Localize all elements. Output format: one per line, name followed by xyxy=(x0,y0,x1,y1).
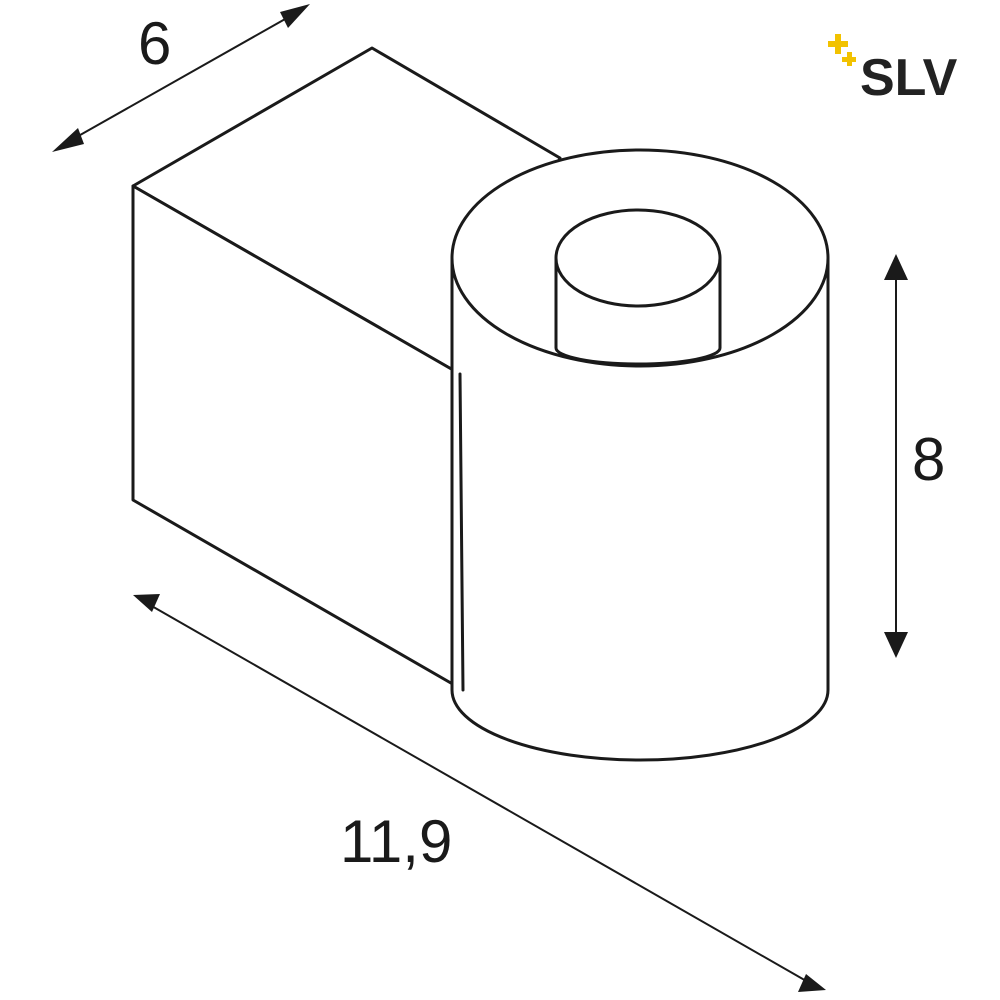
depth-label: 6 xyxy=(138,10,171,77)
depth-dimension-line xyxy=(65,13,295,144)
depth-arrow-end xyxy=(280,4,310,28)
width-arrow-end xyxy=(798,974,826,992)
inner-tube-top xyxy=(554,208,722,308)
brand-logo: SLV xyxy=(828,34,958,107)
block-cylinder-joint xyxy=(458,372,465,692)
cylinder-body xyxy=(450,256,830,762)
height-dimension: 8 xyxy=(884,254,945,658)
height-label: 8 xyxy=(912,426,945,493)
height-arrow-top xyxy=(884,254,908,280)
width-label: 11,9 xyxy=(340,808,452,875)
height-arrow-bottom xyxy=(884,632,908,658)
depth-arrow-start xyxy=(52,128,84,152)
width-dimension-line xyxy=(149,604,809,983)
sparkle-plus-icon xyxy=(828,34,856,66)
width-arrow-start xyxy=(133,594,160,612)
width-dimension: 11,9 xyxy=(133,594,826,992)
depth-dimension: 6 xyxy=(52,4,310,152)
lamp-cylinder xyxy=(450,148,830,762)
logo-text: SLV xyxy=(860,49,958,107)
